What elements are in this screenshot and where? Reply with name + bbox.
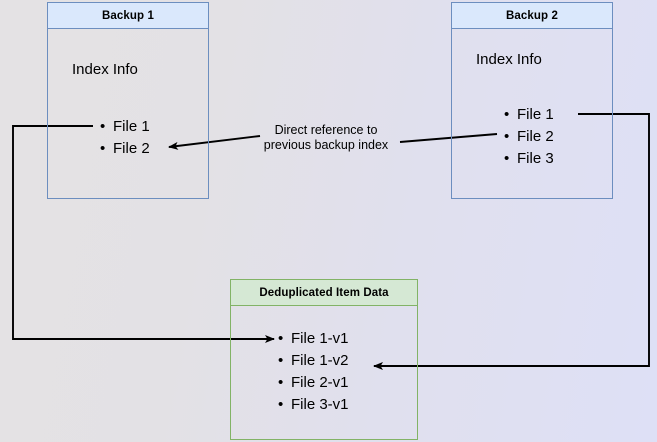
list-item: File 3 [504, 148, 554, 170]
list-item: File 2-v1 [278, 372, 348, 394]
list-item: File 1-v2 [278, 350, 348, 372]
node-backup-2-header: Backup 2 [452, 3, 612, 29]
node-deduplicated-item-data[interactable]: Deduplicated Item Data File 1-v1 File 1-… [230, 279, 418, 440]
edge-label-direct-reference: Direct reference to previous backup inde… [263, 123, 389, 152]
backup-2-index-info-label: Index Info [476, 51, 542, 68]
list-item: File 2 [100, 138, 150, 160]
list-item: File 1-v1 [278, 328, 348, 350]
node-backup-1-body: Index Info File 1 File 2 [48, 3, 208, 198]
node-backup-2[interactable]: Backup 2 Index Info File 1 File 2 File 3 [451, 2, 613, 199]
list-item: File 1 [504, 104, 554, 126]
node-dedup-header: Deduplicated Item Data [231, 280, 417, 306]
node-dedup-body: File 1-v1 File 1-v2 File 2-v1 File 3-v1 [231, 280, 417, 439]
backup-1-index-info-label: Index Info [72, 61, 138, 78]
backup-1-file-list: File 1 File 2 [99, 116, 150, 160]
list-item: File 1 [100, 116, 150, 138]
node-backup-1-header: Backup 1 [48, 3, 208, 29]
backup-2-file-list: File 1 File 2 File 3 [503, 104, 554, 170]
list-item: File 3-v1 [278, 394, 348, 416]
dedup-file-list: File 1-v1 File 1-v2 File 2-v1 File 3-v1 [277, 328, 348, 416]
list-item: File 2 [504, 126, 554, 148]
node-backup-1[interactable]: Backup 1 Index Info File 1 File 2 [47, 2, 209, 199]
node-backup-2-body: Index Info File 1 File 2 File 3 [452, 3, 612, 198]
